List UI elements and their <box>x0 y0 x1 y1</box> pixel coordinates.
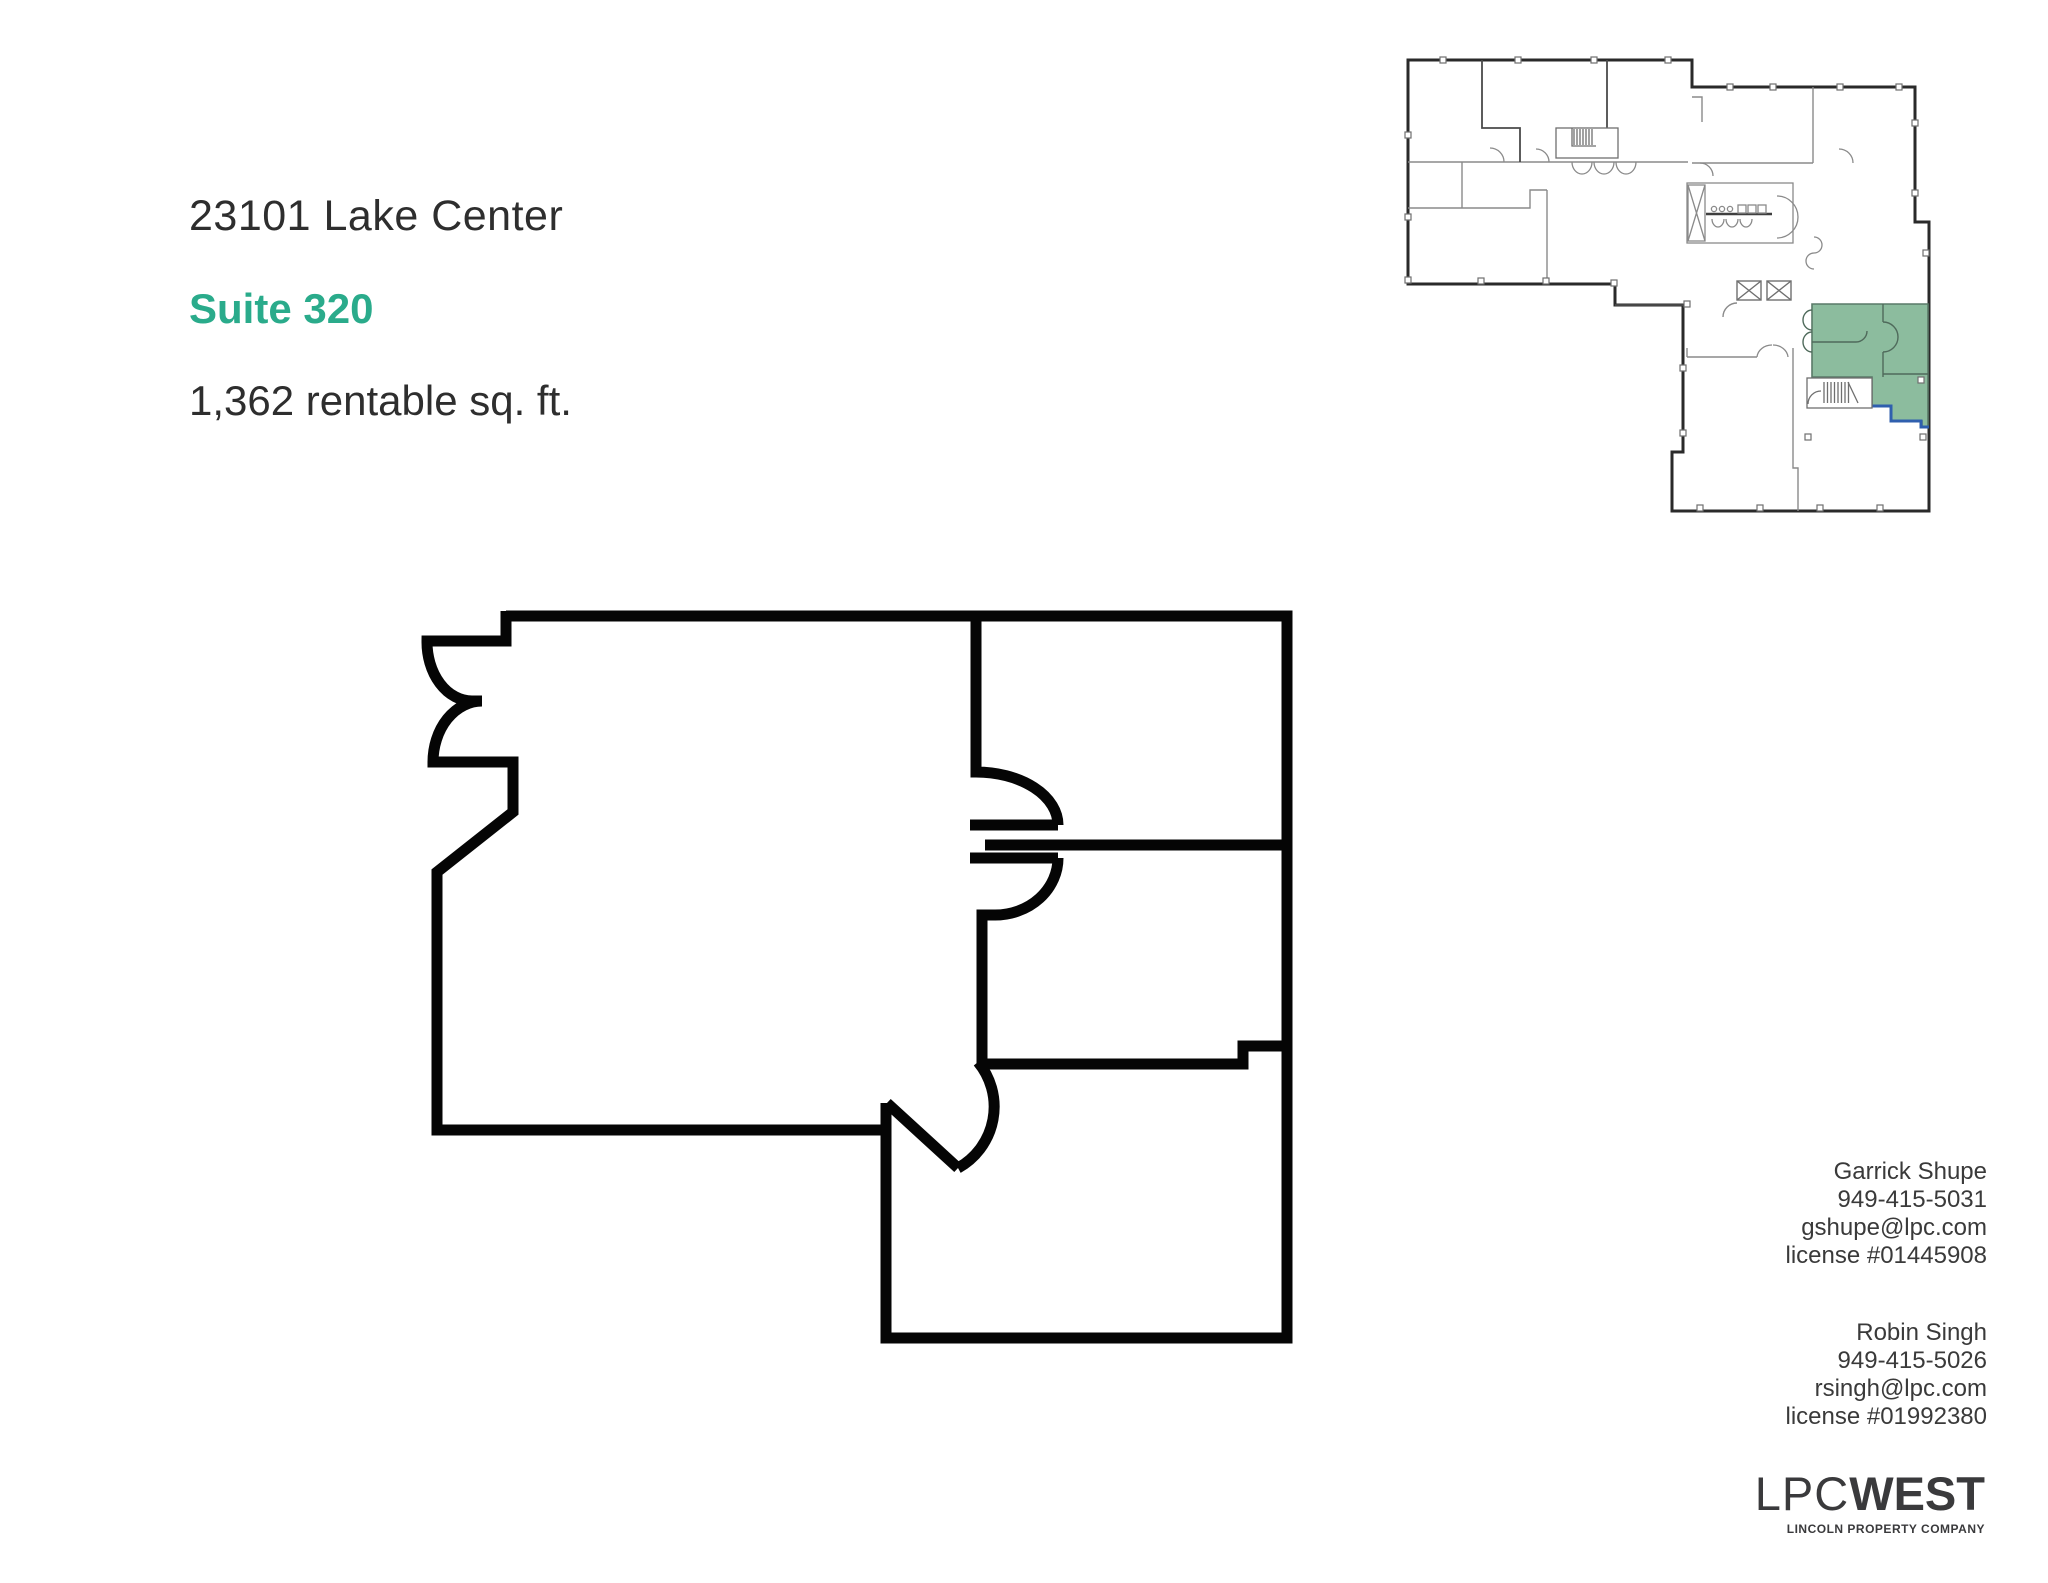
contact-name: Garrick Shupe <box>1833 1158 1987 1185</box>
double-door-arcs <box>1756 236 1823 358</box>
contact-info: Garrick Shupe 949-415-5031 gshupe@lpc.co… <box>1785 1158 1987 1480</box>
building-key-plan <box>1398 48 1943 523</box>
left-wall-entry <box>421 611 884 1136</box>
suite-number: Suite 320 <box>189 285 374 332</box>
divider-wall-upper <box>970 611 1064 826</box>
stairs-lower-icon <box>1806 377 1873 409</box>
contact-email: gshupe@lpc.com <box>1801 1214 1987 1241</box>
contact-card: Garrick Shupe 949-415-5031 gshupe@lpc.co… <box>1785 1158 1987 1270</box>
key-plan-interior-walls <box>1408 87 1814 511</box>
lpc-west-logo: LPCWEST LINCOLN PROPERTY COMPANY <box>1755 1468 1985 1536</box>
key-plan-outline <box>1406 58 1931 513</box>
logo-lpc-text: LPC <box>1754 1467 1850 1520</box>
contact-phone: 949-415-5026 <box>1837 1347 1987 1374</box>
bottom-office-door-arc <box>955 1058 1000 1173</box>
exterior-walls <box>506 610 1293 1344</box>
elevator-shaft-icon <box>1687 184 1706 242</box>
divider-wall-lower <box>976 857 1064 1064</box>
suite-blue-boundary <box>1869 404 1929 429</box>
suite-interior-walls <box>1802 304 1928 377</box>
contact-card: Robin Singh 949-415-5026 rsingh@lpc.com … <box>1785 1319 1987 1431</box>
logo-tagline: LINCOLN PROPERTY COMPANY <box>1786 1521 1985 1536</box>
logo-wordmark: LPCWEST <box>1755 1468 1985 1520</box>
elevator-icons <box>1722 280 1792 318</box>
key-plan-svg <box>1404 56 1931 513</box>
rentable-area: 1,362 rentable sq. ft. <box>189 377 572 424</box>
contact-email: rsingh@lpc.com <box>1814 1375 1987 1402</box>
logo-west-text: WEST <box>1849 1467 1985 1520</box>
middle-office-bottom-wall <box>982 1040 1287 1070</box>
suite-floor-plan <box>420 596 1310 1352</box>
bottom-office-door-leaf <box>883 1098 962 1173</box>
building-address: 23101 Lake Center <box>189 192 564 240</box>
corridor-door-arcs <box>1489 147 1854 177</box>
contact-phone: 949-415-5031 <box>1837 1186 1987 1213</box>
contact-license: license #01992380 <box>1785 1403 1987 1430</box>
column-markers <box>1404 56 1930 512</box>
floor-plan-svg <box>421 610 1293 1344</box>
stairs-upper-icon <box>1555 127 1619 159</box>
restroom-core <box>1686 182 1799 244</box>
contact-license: license #01445908 <box>1785 1242 1987 1269</box>
contact-name: Robin Singh <box>1856 1319 1987 1346</box>
